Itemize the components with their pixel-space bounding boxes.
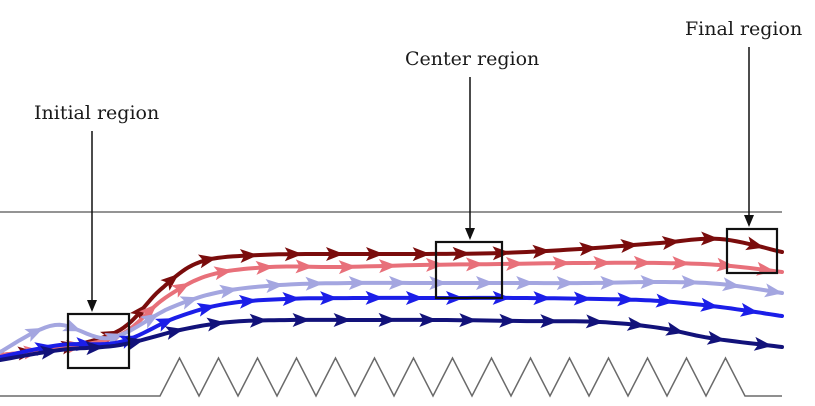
light-red-streamline-arrowhead	[378, 259, 397, 274]
light-blue-streamline-arrowhead	[305, 276, 324, 291]
blue-streamline	[0, 290, 784, 359]
blue-streamline-arrowhead	[533, 291, 552, 306]
blue-streamline-arrowhead	[617, 292, 636, 307]
initial-region-box	[66, 312, 131, 370]
light-blue-streamline-arrowhead	[219, 284, 239, 299]
light-red-streamline-arrowhead	[465, 257, 484, 272]
light-blue-streamline-arrowhead	[62, 318, 82, 332]
light-blue-streamline-arrowhead	[640, 275, 659, 290]
light-red-streamline-arrowhead	[338, 260, 357, 275]
light-blue-streamline-arrowhead	[722, 277, 741, 292]
final-pointer-arrowhead	[744, 215, 754, 227]
blue-streamline-arrowhead	[655, 293, 674, 308]
navy-streamline-arrowhead	[206, 317, 226, 332]
navy-streamline-arrowhead	[292, 312, 311, 327]
light-blue-streamline-arrowhead	[516, 275, 535, 290]
light-blue-streamline-arrowhead	[179, 296, 199, 310]
dark-red-streamline-arrowhead	[532, 244, 551, 259]
dark-red-streamline-arrowhead	[284, 247, 303, 262]
light-red-streamline-arrowhead	[593, 255, 612, 270]
dark-red-streamline-arrowhead	[160, 273, 179, 291]
light-blue-streamline-arrowhead	[429, 276, 448, 290]
navy-streamline-arrowhead	[540, 314, 559, 329]
dark-red-streamline-arrowhead	[197, 254, 218, 269]
light-red-streamline-arrowhead	[633, 255, 652, 270]
navy-streamline-arrowhead	[333, 312, 352, 327]
blue-streamline-arrowhead	[405, 290, 424, 305]
initial-region-label: Initial region	[34, 102, 160, 124]
navy-streamline-arrowhead	[585, 314, 604, 329]
light-blue-streamline	[0, 275, 784, 354]
light-blue-streamline-arrowhead	[556, 276, 575, 291]
dark-red-streamline-arrowhead	[365, 246, 384, 261]
navy-streamline-arrowhead	[85, 341, 104, 356]
blue-streamline-arrowhead	[365, 290, 384, 305]
light-red-streamline-arrowhead	[505, 256, 524, 271]
navy-streamline-arrowhead	[753, 336, 773, 351]
dark-red-streamline-arrowhead	[412, 247, 431, 262]
blue-streamline-arrowhead	[700, 297, 719, 312]
light-red-streamline-arrowhead	[552, 256, 571, 271]
navy-streamline-arrowhead	[626, 316, 646, 331]
navy-streamline-arrowhead	[499, 313, 518, 328]
navy-streamline-arrowhead	[164, 326, 184, 340]
ribbed-bottom-wall	[0, 356, 782, 398]
final-region-label: Final region	[685, 18, 803, 40]
light-red-streamline-arrowhead	[295, 259, 314, 274]
navy-streamline-arrowhead	[459, 313, 478, 328]
light-blue-streamline-arrowhead	[476, 276, 494, 290]
center-region-box	[434, 240, 504, 300]
navy-streamline-arrowhead	[419, 312, 438, 327]
navy-streamline-line	[0, 317, 784, 362]
initial-pointer-arrowhead	[87, 300, 97, 312]
blue-streamline-arrowhead	[573, 291, 592, 306]
navy-streamline-arrowhead	[706, 330, 726, 345]
navy-streamline-arrowhead	[249, 313, 268, 328]
light-blue-streamline-arrowhead	[104, 333, 124, 347]
navy-streamline-arrowhead	[39, 345, 59, 360]
dark-red-streamline-arrowhead	[661, 236, 681, 250]
center-region-label: Center region	[405, 48, 540, 70]
dark-red-streamline-arrowhead	[620, 239, 639, 253]
dark-red-streamline-arrowhead	[452, 246, 471, 261]
light-blue-streamline-arrowhead	[388, 275, 407, 290]
dark-red-streamline-arrowhead	[325, 247, 344, 262]
light-red-streamline-arrowhead	[170, 282, 191, 298]
dark-red-streamline-arrowhead	[239, 248, 259, 263]
blue-streamline-arrowhead	[196, 303, 216, 317]
blue-streamline-arrowhead	[739, 302, 759, 317]
light-blue-streamline-arrowhead	[24, 327, 44, 342]
light-red-streamline-arrowhead	[255, 260, 274, 275]
blue-streamline-arrowhead	[320, 291, 339, 306]
streamlines-group	[0, 231, 784, 362]
dark-red-streamline-arrowhead	[700, 231, 719, 246]
dark-red-streamline-arrowhead	[745, 236, 765, 251]
light-red-streamline-arrowhead	[716, 257, 735, 272]
blue-streamline-arrowhead	[154, 318, 175, 332]
light-blue-streamline-arrowhead	[681, 275, 700, 290]
dark-red-streamline-arrowhead	[129, 303, 147, 323]
center-pointer-arrowhead	[465, 228, 475, 240]
light-blue-streamline-arrowhead	[764, 283, 783, 298]
light-red-streamline-arrowhead	[672, 256, 691, 271]
light-red-streamline-arrowhead	[213, 266, 233, 281]
light-blue-streamline-arrowhead	[265, 278, 284, 293]
blue-streamline-arrowhead	[282, 292, 301, 307]
final-region-box	[725, 227, 779, 275]
light-blue-streamline-arrowhead	[600, 275, 619, 290]
blue-streamline-arrowhead	[238, 294, 258, 309]
light-red-streamline-arrowhead	[139, 304, 158, 322]
dark-red-streamline-arrowhead	[579, 242, 598, 257]
light-blue-streamline-arrowhead	[139, 313, 160, 329]
navy-streamline-arrowhead	[378, 312, 397, 327]
light-blue-streamline-arrowhead	[348, 275, 367, 290]
navy-streamline-arrowhead	[665, 322, 685, 336]
